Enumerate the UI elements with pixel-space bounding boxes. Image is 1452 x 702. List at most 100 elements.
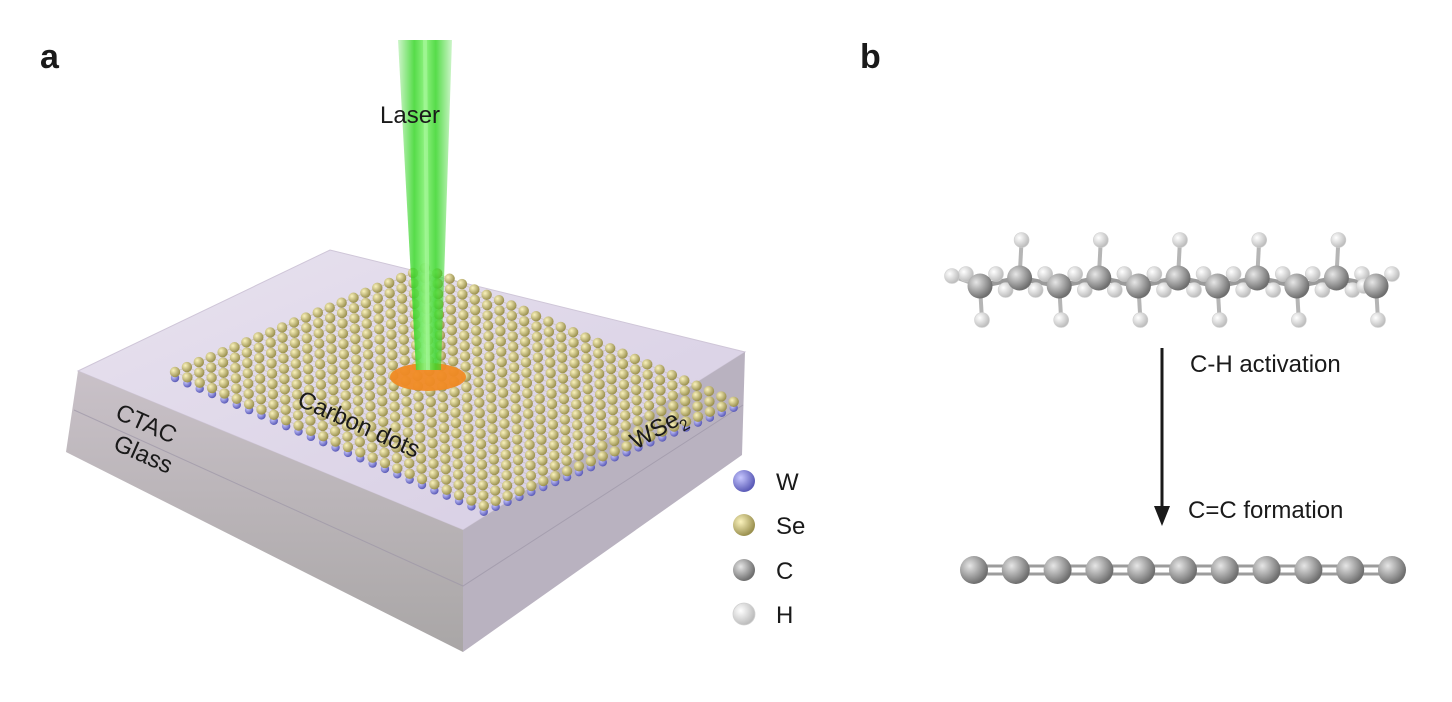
se-atom	[475, 438, 487, 450]
se-atom	[461, 392, 473, 403]
se-atom	[444, 283, 456, 295]
se-atom	[500, 449, 511, 460]
se-atom	[372, 292, 383, 304]
se-atom	[608, 425, 619, 436]
se-atom	[497, 387, 509, 399]
se-atom	[447, 335, 458, 346]
se-atom	[580, 332, 591, 343]
se-atom	[630, 374, 641, 385]
se-atom	[291, 368, 302, 380]
hydrogen-atom	[1037, 266, 1053, 282]
se-atom	[482, 320, 494, 331]
se-atom	[513, 465, 524, 476]
se-atom	[401, 406, 413, 418]
se-atom	[667, 380, 678, 391]
se-atom	[571, 399, 582, 410]
se-atom	[377, 395, 388, 407]
se-atom	[253, 342, 264, 353]
se-atom	[205, 362, 217, 373]
se-atom	[533, 362, 544, 373]
se-atom	[568, 347, 580, 359]
ch-activation-label: C-H activation	[1190, 351, 1341, 378]
carbon-atom	[1378, 556, 1406, 584]
se-atom	[470, 315, 481, 326]
se-atom	[290, 358, 301, 369]
se-atom	[462, 402, 473, 413]
se-atom	[534, 403, 546, 415]
se-atom	[341, 410, 352, 422]
se-atom	[328, 395, 339, 406]
se-atom	[254, 363, 265, 374]
se-atom	[655, 385, 666, 396]
se-atom	[618, 379, 630, 390]
se-atom	[372, 282, 383, 294]
se-atom	[396, 293, 408, 304]
se-atom	[481, 289, 492, 300]
se-atom	[581, 363, 592, 374]
se-atom	[666, 369, 678, 381]
se-atom	[391, 442, 402, 453]
se-atom	[373, 303, 384, 314]
laser-label: Laser	[380, 102, 440, 129]
se-atom	[351, 374, 363, 386]
se-atom	[544, 336, 555, 348]
se-atom	[278, 353, 289, 364]
hydrogen-atom	[1195, 266, 1212, 282]
se-atom	[303, 384, 315, 395]
se-atom	[617, 348, 628, 359]
se-atom	[303, 374, 314, 385]
se-atom	[512, 454, 524, 466]
alkane-molecule	[944, 232, 1400, 328]
se-atom	[404, 468, 415, 479]
se-atom	[415, 432, 426, 443]
se-atom	[510, 393, 521, 404]
se-atom	[414, 422, 425, 433]
se-atom	[363, 359, 374, 371]
se-atom	[477, 479, 489, 491]
se-atom	[496, 356, 507, 368]
se-atom	[378, 426, 389, 438]
se-atom	[426, 407, 437, 418]
se-atom	[536, 444, 548, 456]
se-atom	[327, 374, 339, 385]
hydrogen-atom	[1107, 282, 1123, 298]
se-atom	[353, 405, 364, 417]
se-atom	[548, 439, 559, 451]
se-atom	[522, 388, 533, 399]
se-atom	[403, 447, 414, 459]
se-atom	[548, 429, 559, 441]
se-atom	[469, 294, 480, 305]
hydrogen-atom	[1225, 266, 1242, 282]
se-atom	[342, 431, 353, 442]
se-atom	[427, 448, 439, 459]
se-atom	[266, 358, 277, 369]
se-atom	[509, 372, 520, 383]
hydrogen-atom	[1067, 266, 1083, 282]
se-atom	[585, 445, 596, 457]
se-atom	[462, 412, 473, 424]
se-atom	[470, 325, 482, 336]
se-atom	[620, 410, 631, 421]
se-atom	[253, 332, 264, 343]
se-atom	[607, 394, 618, 405]
se-atom	[427, 437, 438, 449]
se-atom	[561, 465, 573, 477]
se-atom	[438, 422, 450, 434]
se-atom	[594, 378, 605, 390]
se-atom	[229, 342, 240, 353]
se-atom	[501, 459, 512, 471]
se-atom	[440, 453, 451, 464]
carbon-atom	[1284, 273, 1310, 299]
se-atom	[342, 441, 354, 453]
se-atom	[301, 332, 312, 344]
se-atom	[537, 455, 548, 466]
se-atom	[478, 500, 489, 511]
se-atom	[488, 444, 499, 455]
panel-label-b: b	[860, 38, 881, 76]
se-atom	[520, 357, 532, 368]
se-atom	[218, 377, 230, 389]
se-atom	[486, 402, 497, 414]
carbon-atom	[967, 273, 993, 299]
se-atom	[313, 317, 324, 329]
se-atom	[218, 367, 229, 378]
